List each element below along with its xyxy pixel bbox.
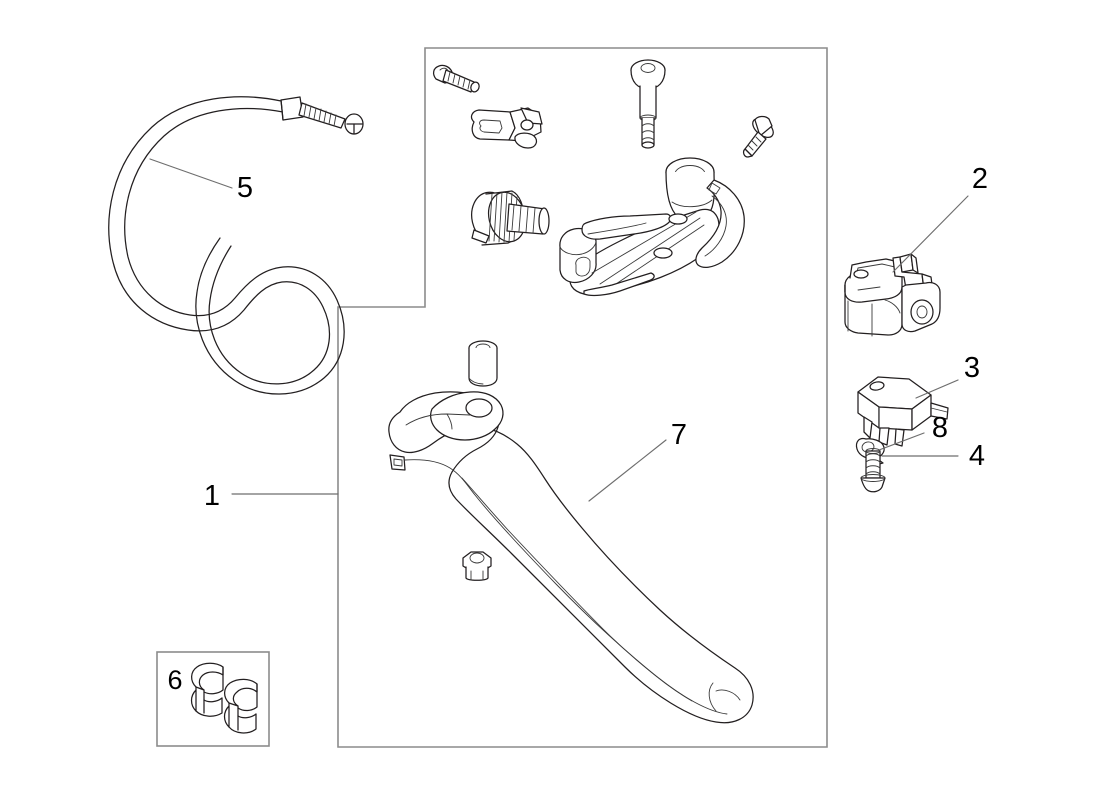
screw (860, 448, 886, 493)
main-group-box (337, 47, 828, 748)
callout-8: 8 (932, 412, 948, 444)
callout-1: 1 (204, 480, 220, 512)
callout-4: 4 (969, 440, 985, 472)
cable-clips (190, 662, 258, 734)
cable-clip-box (156, 651, 270, 747)
pivot-nut (462, 551, 492, 581)
group-boundaries (156, 47, 828, 748)
leader-line-2 (892, 195, 969, 273)
leader-lines (149, 158, 969, 502)
cable-ferrule (280, 96, 304, 121)
switch-housing (844, 253, 941, 337)
knurled-adjuster-screw (471, 190, 550, 246)
callout-6: 6 (167, 665, 182, 695)
clutch-cable (108, 96, 364, 395)
pivot-bushing (468, 340, 498, 387)
callout-5: 5 (237, 172, 253, 204)
lever-bracket-holder (559, 157, 745, 297)
cable-threaded-section (298, 102, 346, 129)
micro-switch (857, 376, 949, 447)
callout-2: 2 (972, 163, 988, 195)
cable-clip-back (190, 662, 224, 717)
leader-line-3 (915, 379, 959, 399)
cable-barrel-nipple (344, 113, 364, 135)
small-screw (742, 115, 774, 158)
hex-socket-screw (432, 64, 480, 93)
leader-line-7 (588, 439, 667, 502)
leader-line-8 (878, 432, 925, 451)
slotted-clamp-bracket (470, 107, 543, 149)
callout-numbers: 1 2 3 4 5 6 7 8 (167, 163, 988, 695)
pivot-bolt (630, 59, 666, 149)
clutch-lever (388, 391, 754, 724)
leader-line-5 (149, 158, 233, 189)
callout-3: 3 (964, 352, 980, 384)
cable-clip-front (223, 678, 258, 734)
callout-7: 7 (671, 419, 687, 451)
